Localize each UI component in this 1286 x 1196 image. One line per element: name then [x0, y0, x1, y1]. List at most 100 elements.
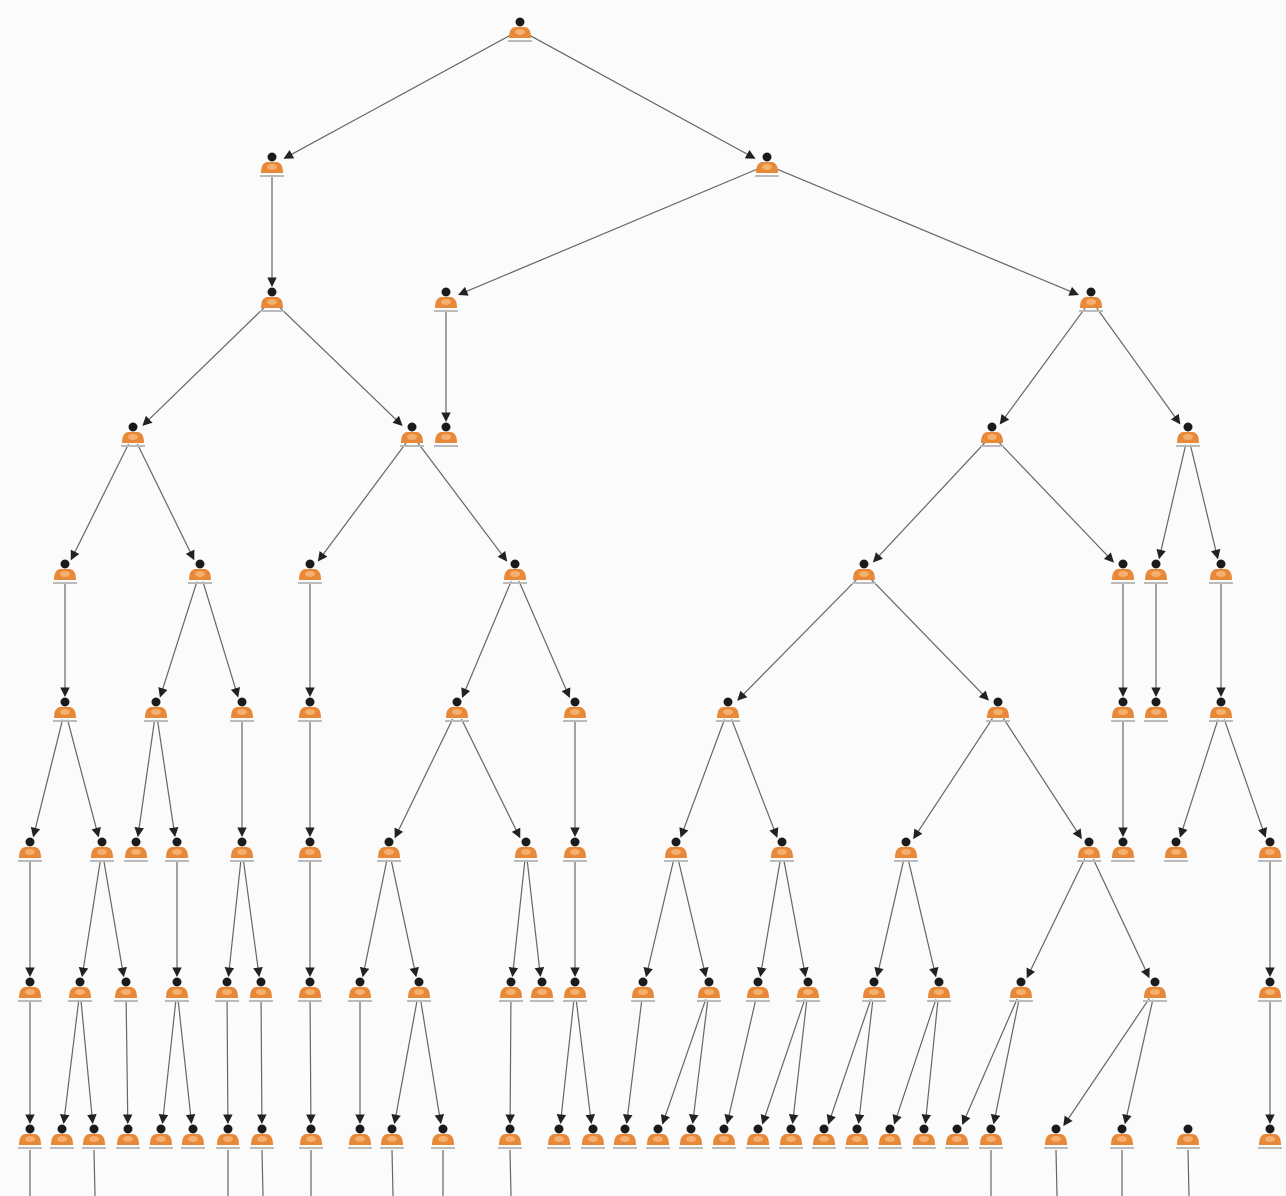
tree-node[interactable] — [796, 977, 820, 1003]
tree-node[interactable] — [878, 1124, 902, 1150]
tree-node[interactable] — [407, 977, 431, 1003]
tree-node[interactable] — [945, 1124, 969, 1150]
tree-node[interactable] — [114, 977, 138, 1003]
tree-node[interactable] — [1209, 697, 1233, 723]
tree-node[interactable] — [1176, 1124, 1200, 1150]
tree-node[interactable] — [434, 287, 458, 313]
tree-node[interactable] — [716, 697, 740, 723]
tree-node[interactable] — [1258, 837, 1282, 863]
tree-node[interactable] — [445, 697, 469, 723]
tree-node[interactable] — [746, 977, 770, 1003]
tree-node[interactable] — [18, 837, 42, 863]
tree-node[interactable] — [260, 152, 284, 178]
tree-node[interactable] — [530, 977, 554, 1003]
tree-node[interactable] — [1144, 559, 1168, 585]
person-icon-highlight — [1265, 989, 1275, 995]
tree-node[interactable] — [712, 1124, 736, 1150]
tree-node[interactable] — [770, 837, 794, 863]
tree-node[interactable] — [431, 1124, 455, 1150]
tree-node[interactable] — [18, 1124, 42, 1150]
tree-node[interactable] — [299, 1124, 323, 1150]
tree-node[interactable] — [679, 1124, 703, 1150]
tree-node[interactable] — [581, 1124, 605, 1150]
tree-node[interactable] — [1258, 977, 1282, 1003]
tree-node[interactable] — [697, 977, 721, 1003]
tree-node[interactable] — [90, 837, 114, 863]
tree-node[interactable] — [348, 1124, 372, 1150]
tree-node[interactable] — [862, 977, 886, 1003]
tree-node[interactable] — [260, 287, 284, 313]
tree-node[interactable] — [1111, 837, 1135, 863]
tree-node[interactable] — [1209, 559, 1233, 585]
tree-node[interactable] — [165, 837, 189, 863]
tree-node[interactable] — [1044, 1124, 1068, 1150]
tree-node[interactable] — [746, 1124, 770, 1150]
tree-node[interactable] — [144, 697, 168, 723]
tree-node[interactable] — [1077, 837, 1101, 863]
tree-node[interactable] — [181, 1124, 205, 1150]
tree-node[interactable] — [755, 152, 779, 178]
tree-node[interactable] — [1258, 1124, 1282, 1150]
tree-node[interactable] — [563, 837, 587, 863]
tree-node[interactable] — [298, 977, 322, 1003]
tree-node[interactable] — [779, 1124, 803, 1150]
tree-node[interactable] — [927, 977, 951, 1003]
tree-node[interactable] — [348, 977, 372, 1003]
tree-node[interactable] — [1111, 697, 1135, 723]
tree-node[interactable] — [547, 1124, 571, 1150]
tree-node[interactable] — [165, 977, 189, 1003]
tree-node[interactable] — [230, 697, 254, 723]
tree-node[interactable] — [1176, 422, 1200, 448]
tree-node[interactable] — [852, 559, 876, 585]
tree-node[interactable] — [124, 837, 148, 863]
tree-node[interactable] — [503, 559, 527, 585]
tree-node[interactable] — [1110, 1124, 1134, 1150]
tree-node[interactable] — [188, 559, 212, 585]
tree-node[interactable] — [68, 977, 92, 1003]
tree-node[interactable] — [50, 1124, 74, 1150]
tree-node[interactable] — [121, 422, 145, 448]
tree-node[interactable] — [434, 422, 458, 448]
tree-node[interactable] — [498, 1124, 522, 1150]
tree-node[interactable] — [216, 1124, 240, 1150]
tree-node[interactable] — [298, 697, 322, 723]
tree-node[interactable] — [1164, 837, 1188, 863]
tree-node[interactable] — [499, 977, 523, 1003]
tree-node[interactable] — [250, 1124, 274, 1150]
tree-node[interactable] — [249, 977, 273, 1003]
tree-node[interactable] — [563, 697, 587, 723]
tree-node[interactable] — [298, 559, 322, 585]
tree-node[interactable] — [116, 1124, 140, 1150]
tree-node[interactable] — [400, 422, 424, 448]
tree-node[interactable] — [1144, 697, 1168, 723]
tree-node[interactable] — [298, 837, 322, 863]
tree-node[interactable] — [1111, 559, 1135, 585]
tree-node[interactable] — [82, 1124, 106, 1150]
tree-node[interactable] — [845, 1124, 869, 1150]
tree-node[interactable] — [53, 559, 77, 585]
tree-node[interactable] — [980, 422, 1004, 448]
tree-node[interactable] — [664, 837, 688, 863]
tree-node[interactable] — [215, 977, 239, 1003]
tree-node[interactable] — [563, 977, 587, 1003]
tree-node[interactable] — [380, 1124, 404, 1150]
tree-node[interactable] — [1143, 977, 1167, 1003]
tree-node[interactable] — [377, 837, 401, 863]
tree-node[interactable] — [812, 1124, 836, 1150]
tree-node[interactable] — [979, 1124, 1003, 1150]
tree-node[interactable] — [230, 837, 254, 863]
tree-node[interactable] — [631, 977, 655, 1003]
tree-node[interactable] — [149, 1124, 173, 1150]
tree-node[interactable] — [912, 1124, 936, 1150]
tree-node[interactable] — [1079, 287, 1103, 313]
tree-node[interactable] — [53, 697, 77, 723]
tree-node[interactable] — [894, 837, 918, 863]
edge-n54-n78 — [420, 999, 445, 1125]
tree-node[interactable] — [514, 837, 538, 863]
tree-node[interactable] — [646, 1124, 670, 1150]
tree-node[interactable] — [18, 977, 42, 1003]
tree-node[interactable] — [986, 697, 1010, 723]
tree-node[interactable] — [613, 1124, 637, 1150]
tree-node[interactable] — [1009, 977, 1033, 1003]
tree-node[interactable] — [508, 17, 532, 43]
